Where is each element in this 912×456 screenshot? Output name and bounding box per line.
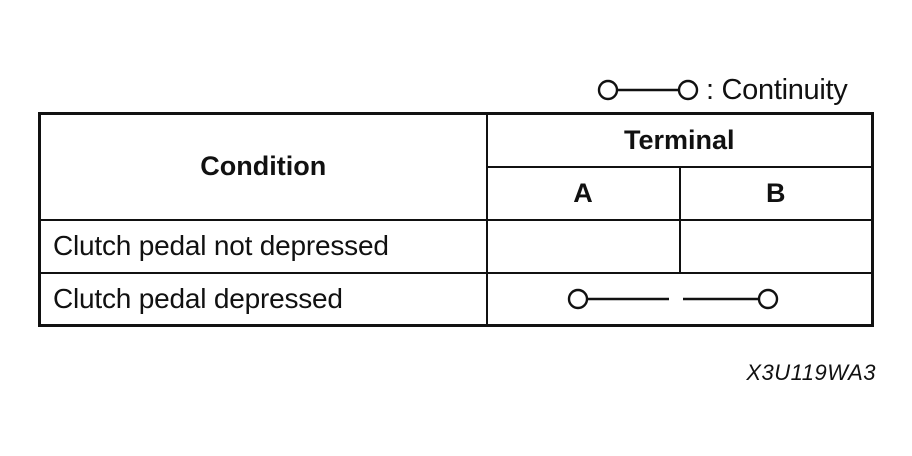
condition-cell: Clutch pedal not depressed	[38, 218, 488, 274]
terminal-a-header: A	[485, 165, 681, 221]
terminal-header: Terminal	[485, 112, 874, 168]
continuity-legend: : Continuity	[596, 73, 848, 106]
table-row: Clutch pedal depressed	[38, 271, 874, 327]
terminal-b-cell	[678, 218, 874, 274]
continuity-connection-icon	[567, 288, 778, 309]
condition-header: Condition	[38, 112, 488, 221]
table-row: Clutch pedal not depressed	[38, 218, 874, 274]
continuity-table: Condition Terminal A B Clutch pedal not …	[38, 112, 874, 327]
legend-label: : Continuity	[706, 73, 848, 106]
terminal-a-cell	[485, 218, 681, 274]
continuity-symbol-icon	[597, 79, 699, 101]
figure-code: X3U119WA3	[746, 360, 876, 385]
continuity-cell	[485, 271, 874, 327]
terminal-b-header: B	[678, 165, 874, 221]
condition-cell: Clutch pedal depressed	[38, 271, 488, 327]
